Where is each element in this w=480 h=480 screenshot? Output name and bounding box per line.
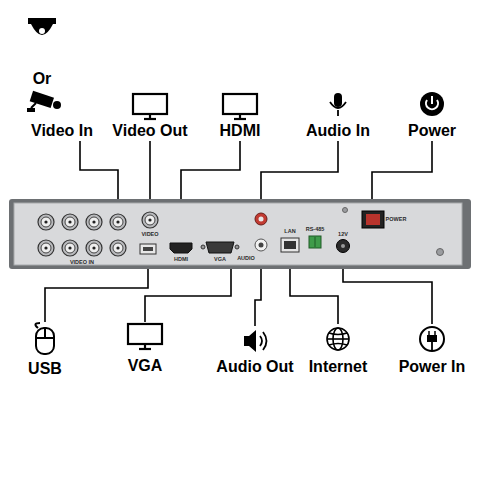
bnc-port (142, 212, 158, 228)
dvr-housing (9, 199, 471, 269)
bnc-port (110, 240, 126, 256)
panel-print: 12V (338, 232, 348, 238)
port-callout: Power (408, 123, 456, 139)
panel-print: AUDIO (237, 256, 255, 262)
audio-in-jack (255, 213, 267, 225)
lan-port (281, 238, 299, 252)
dome-camera-icon (28, 18, 56, 35)
bnc-port (110, 214, 126, 230)
speaker-icon (244, 330, 267, 352)
bnc-port (38, 214, 54, 230)
port-callout: Video In (31, 123, 93, 139)
bullet-camera-icon (27, 91, 61, 112)
panel-print: VGA (214, 257, 226, 263)
port-callout: USB (28, 361, 62, 377)
port-callout: Internet (309, 359, 368, 375)
port-callout: HDMI (220, 123, 261, 139)
port-callout: Audio In (306, 123, 370, 139)
panel-print: VIDEO (141, 232, 158, 238)
separator-word: Or (33, 71, 52, 87)
usb-port (140, 244, 156, 254)
panel-print: RS-485 (306, 227, 325, 233)
panel-print: HDMI (174, 257, 188, 263)
power-jack (337, 240, 350, 253)
globe-icon (327, 328, 349, 350)
audio-out-jack (255, 239, 267, 251)
mouse-icon (35, 323, 54, 354)
bnc-port (86, 214, 102, 230)
power-switch (362, 211, 384, 228)
plug-icon (420, 327, 444, 351)
bnc-ports (38, 212, 158, 256)
port-callout: Audio Out (216, 359, 293, 375)
bnc-port (86, 240, 102, 256)
hdmi-port (170, 243, 192, 253)
rs485-terminal (309, 236, 321, 248)
bnc-port (62, 214, 78, 230)
power-button-icon (420, 92, 444, 116)
microphone-icon (330, 93, 346, 116)
panel-print: POWER (386, 217, 407, 223)
screw (437, 249, 444, 256)
port-callout: VGA (128, 358, 163, 374)
vga-port (206, 242, 234, 253)
bnc-port (62, 240, 78, 256)
bnc-port (38, 240, 54, 256)
port-callout: Video Out (112, 123, 187, 139)
port-callout: Power In (399, 359, 466, 375)
panel-print: LAN (284, 229, 295, 235)
panel-print: VIDEO IN (70, 260, 94, 266)
